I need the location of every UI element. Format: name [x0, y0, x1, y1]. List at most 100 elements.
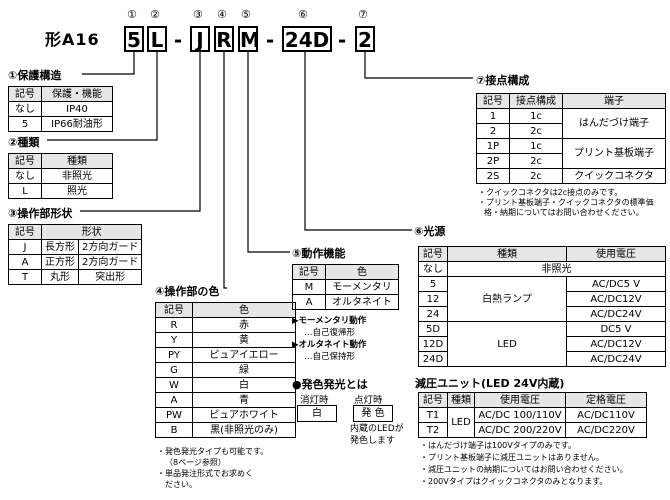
table-cell: 1	[476, 108, 510, 124]
table-cell: 1c	[509, 138, 563, 154]
table-cell: 2方向ガード	[77, 254, 143, 270]
genatsu-notes: ・はんだづけ端子は100Vタイプのみです。 ・プリント基板端子に減圧ユニットはあ…	[420, 440, 628, 488]
table-cell: はんだづけ端子	[562, 108, 666, 139]
table-cell: 5	[418, 276, 448, 292]
table-cell: 長方形	[41, 239, 79, 255]
desc-line: 内蔵のLEDが	[350, 424, 404, 434]
contact-notes: ・クイックコネクタは2c接点のみです。 ・プリント基板端子・クイックコネクタの標…	[478, 188, 654, 218]
section-title-function: ⑤動作機能	[292, 247, 346, 260]
section-title-protection: ①保護構造	[8, 69, 62, 82]
table-cell: 黒(非照光のみ)	[192, 422, 296, 438]
section-title-contact: ⑦接点構成	[476, 74, 530, 87]
table-cell: 緑	[192, 362, 296, 378]
header-type: 種類	[447, 392, 475, 408]
table-cell: AC/DC24V	[566, 351, 666, 367]
table-cell: G	[155, 362, 193, 378]
table-cell: ピュアイエロー	[192, 347, 296, 363]
code-protection: 5	[124, 26, 144, 52]
table-cell: AC/DC5 V	[566, 276, 666, 292]
code-function: M	[238, 26, 260, 52]
table-cell: Y	[155, 332, 193, 348]
header-code: 記号	[155, 302, 193, 318]
table-cell: 2	[476, 123, 510, 139]
table-cell: W	[155, 377, 193, 393]
lit-on-box: 発 色	[353, 405, 393, 422]
code-type: L	[147, 26, 167, 52]
header-type: 種類	[447, 246, 567, 262]
table-cell: T1	[418, 407, 448, 423]
code-color: R	[214, 26, 234, 52]
table-cell: AC/DC 100/110V	[474, 407, 566, 423]
note-line: （8ページ参照）	[165, 458, 226, 467]
table-cell: A	[292, 294, 326, 310]
table-cell: A	[155, 392, 193, 408]
lit-on-label: 点灯時	[354, 395, 383, 406]
genatsu-title: 減圧ユニット(LED 24V内蔵)	[415, 377, 565, 390]
note-line: ・はんだづけ端子は100Vタイプのみです。	[420, 441, 576, 450]
table-cell: オルタネイト	[325, 294, 399, 310]
function-notes: ▶モーメンタリ動作 …自己復帰形 ▶オルタネイト動作 …自己保持形	[292, 315, 367, 363]
code-dash-3: -	[337, 28, 347, 52]
section-title-light: ⑥光源	[414, 225, 446, 238]
header-contact: 接点構成	[509, 93, 563, 109]
table-cell: T2	[418, 422, 448, 438]
table-cell: 2S	[476, 168, 510, 184]
table-cell: 非照光	[41, 168, 113, 184]
hakko-description: 内蔵のLEDが 発色します	[350, 423, 404, 447]
note-line: ださい。	[165, 480, 197, 489]
table-cell: IP66耐油形	[41, 116, 113, 132]
table-cell: M	[292, 279, 326, 295]
section-title-shape: ③操作部形状	[8, 207, 73, 220]
note-line: 格・納期についてはお問い合わせください。	[484, 208, 644, 217]
table-cell: T	[8, 269, 42, 285]
code-contact: 2	[355, 26, 375, 52]
model-prefix: 形A16	[45, 30, 100, 49]
code-dash-1: -	[173, 28, 183, 52]
header-protection: 保護・機能	[41, 86, 113, 102]
table-cell: 赤	[192, 317, 296, 333]
table-cell: 5D	[418, 321, 448, 337]
table-cell: AC/DC220V	[565, 422, 647, 438]
header-code: 記号	[476, 93, 510, 109]
header-code: 記号	[418, 246, 448, 262]
table-cell: なし	[8, 168, 42, 184]
table-cell: 照光	[41, 183, 113, 199]
table-cell: J	[8, 239, 42, 255]
desc-line: 発色します	[350, 436, 396, 446]
num-4: ④	[217, 8, 227, 21]
note-line: ・単品発注形式でお求めく	[157, 469, 253, 478]
header-color: 色	[192, 302, 296, 318]
table-cell: LED	[447, 321, 567, 367]
table-cell: ピュアホワイト	[192, 407, 296, 423]
header-code: 記号	[292, 264, 326, 280]
table-cell: IP40	[41, 101, 113, 117]
header-terminal: 端子	[562, 93, 666, 109]
table-cell: PW	[155, 407, 193, 423]
table-cell: 12D	[418, 336, 448, 352]
header-code: 記号	[8, 86, 42, 102]
code-shape: J	[190, 26, 210, 52]
table-cell: 12	[418, 291, 448, 307]
table-cell: 2c	[509, 153, 563, 169]
table-cell: A	[8, 254, 42, 270]
note-line: ・プリント基板端子・クイックコネクタの標準価	[478, 198, 654, 207]
table-cell: なし	[8, 101, 42, 117]
table-cell: PY	[155, 347, 193, 363]
note-line: ▶オルタネイト動作	[292, 340, 367, 350]
table-cell: 2P	[476, 153, 510, 169]
table-cell: 2方向ガード	[77, 239, 143, 255]
header-type: 種類	[41, 153, 113, 169]
note-line: ・減圧ユニットの納期についてはお問い合わせください。	[420, 465, 628, 474]
table-cell: 丸形	[41, 269, 79, 285]
header-color: 色	[325, 264, 399, 280]
table-cell: 正方形	[41, 254, 79, 270]
table-cell: なし	[418, 261, 448, 277]
color-notes: ・発色発光タイプも可能です。 （8ページ参照） ・単品発注形式でお求めく ださい…	[157, 446, 268, 490]
table-cell: R	[155, 317, 193, 333]
header-code: 記号	[418, 392, 448, 408]
